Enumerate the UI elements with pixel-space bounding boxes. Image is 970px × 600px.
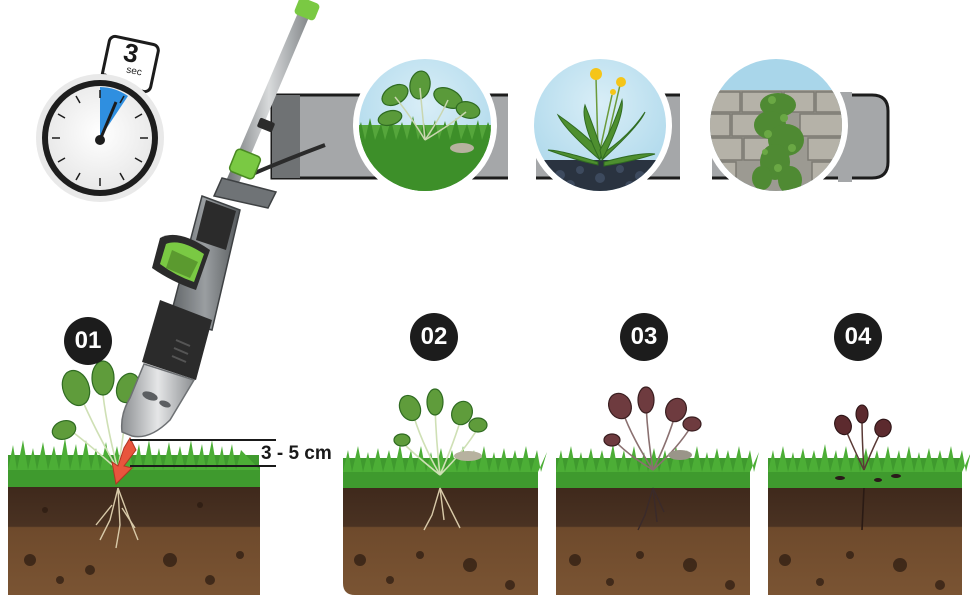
step-4-ground-panel: [768, 444, 970, 595]
usage-gravel-dandelion-image: [528, 53, 672, 197]
step-1-ground-panel: [8, 438, 260, 595]
step-4-weed: [834, 404, 901, 482]
step-2-weed: [393, 388, 488, 476]
depth-indicator: [130, 439, 276, 467]
step-badge-03: 03: [620, 313, 668, 361]
depth-label: 3 - 5 cm: [259, 443, 334, 465]
step-2-ground-panel: [343, 444, 547, 595]
step-3-weed: [603, 386, 702, 471]
step-badge-02: 02: [410, 313, 458, 361]
step-badge-01: 01: [64, 317, 112, 365]
usage-lawn-weeds-image: [353, 53, 497, 197]
stopwatch-icon: [36, 34, 164, 202]
step-badge-04: 04: [834, 313, 882, 361]
step-3-ground-panel: [556, 444, 759, 595]
weed-burner-tool: [111, 0, 326, 486]
